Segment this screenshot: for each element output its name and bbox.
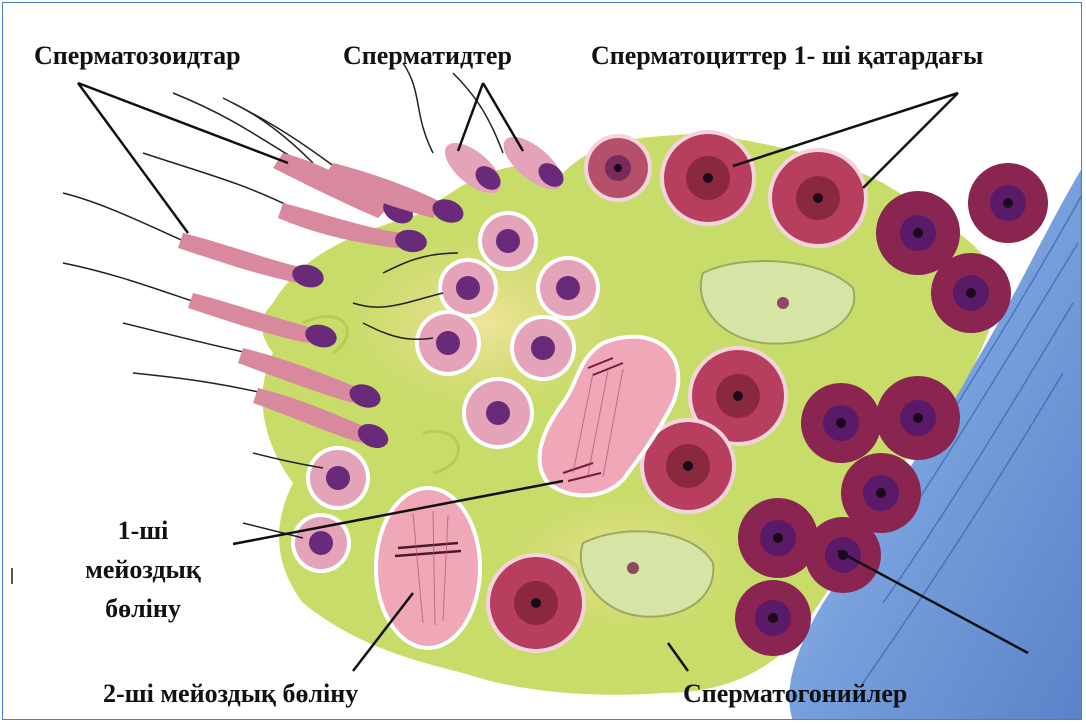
pointer-spermatozoa [78,83,288,233]
label-meiosis1-line3: бөліну [43,589,243,628]
label-meiosis1-line2: мейоздық [43,550,243,589]
label-meiosis1-line1: 1-ші [43,511,243,550]
label-spermatogonia: Сперматогонийлер [683,679,907,709]
meiosis-2-cell [376,488,480,648]
label-meiosis2: 2-ші мейоздық бөліну [103,679,358,709]
label-spermatocytes: Сперматоциттер 1- ші қатардағы [591,41,983,71]
label-meiosis1: 1-ші мейоздық бөліну [43,511,243,628]
label-spermatids: Сперматидтер [343,41,512,71]
label-spermatozoa: Сперматозоидтар [34,41,241,71]
edge-tick-mark [11,568,13,584]
